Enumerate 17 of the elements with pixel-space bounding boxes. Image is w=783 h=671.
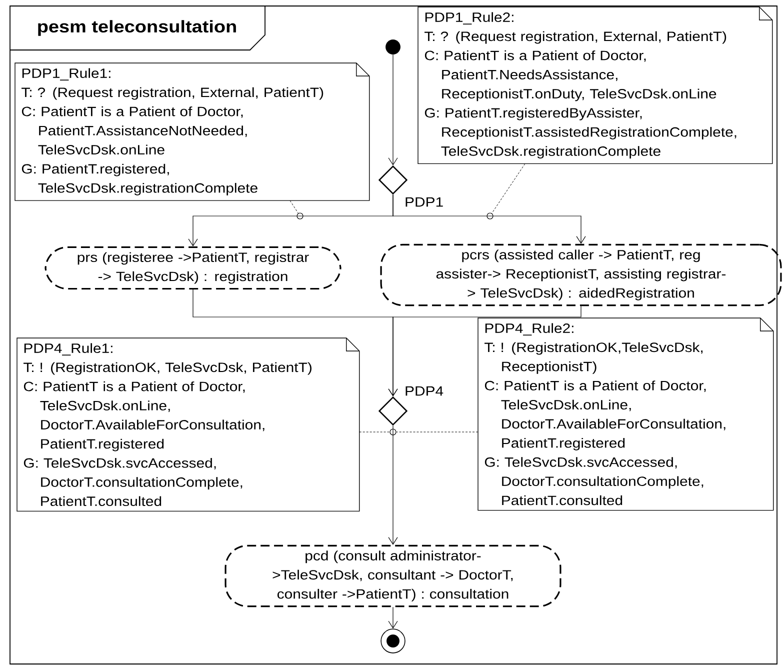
initial-node — [386, 40, 400, 54]
arrow — [388, 306, 582, 396]
arrow — [388, 425, 398, 545]
note: PDP4_Rule1: T: ! (RegistrationOK, TeleSvcDsk, PatientT) C: PatientT is a Patient of Doctor, TeleSvcDsk.onLine, DoctorT.AvailableForConsultation, PatientT.registered G: TeleSvcDsk.svcAccessed, DoctorT.consultationComplete, PatientT.consulted — [16, 338, 360, 512]
arrow — [388, 54, 398, 166]
note: PDP1_Rule2: T: ? (Request registration, External, PatientT) C: PatientT is a Patient of Doctor, PatientT.NeedsAssistance, ReceptionistT.onDuty, TeleSvcDsk.onLine G: PatientT.registeredByAssister, ReceptionistT.assistedRegistrationComplete, TeleSvcDsk.registrationComplete — [418, 6, 773, 164]
decision-label: PDP1 — [406, 197, 443, 207]
activity-box: pcd (consult administrator->TeleSvcDsk, consultant -> DoctorT, consulter ->PatientT) : consultation — [224, 544, 562, 608]
note: PDP1_Rule1: T: ? (Request registration, External, PatientT) C: PatientT is a Patient of Doctor, PatientT.AssistanceNotNeeded, TeleSvcDsk.onLine G: PatientT.registered, TeleSvcDsk.registrationComplete — [14, 62, 370, 201]
arrow — [392, 194, 586, 244]
decision-label: PDP4 — [406, 386, 444, 396]
final-node — [380, 628, 406, 654]
note: PDP4_Rule2: T: ! (RegistrationOK,TeleSvcDsk, ReceptionistT) C: PatientT is a Patient of Doctor, TeleSvcDsk.onLine, DoctorT.AvailableForConsultation, PatientT.registered G: TeleSvcDsk.svcAccessed, DoctorT.consultationComplete, PatientT.consulted — [478, 318, 774, 511]
arrow — [388, 606, 398, 629]
activity-box: prs (registeree ->PatientT, registrar -> TeleSvcDsk) : registration — [44, 246, 342, 290]
activity-box: pcrs (assisted caller -> PatientT, reg assister-> ReceptionistT, assisting registrar-> TeleSvcDsk) : aidedRegistration — [380, 244, 782, 306]
title-tab: pesm teleconsultation — [10, 6, 266, 50]
